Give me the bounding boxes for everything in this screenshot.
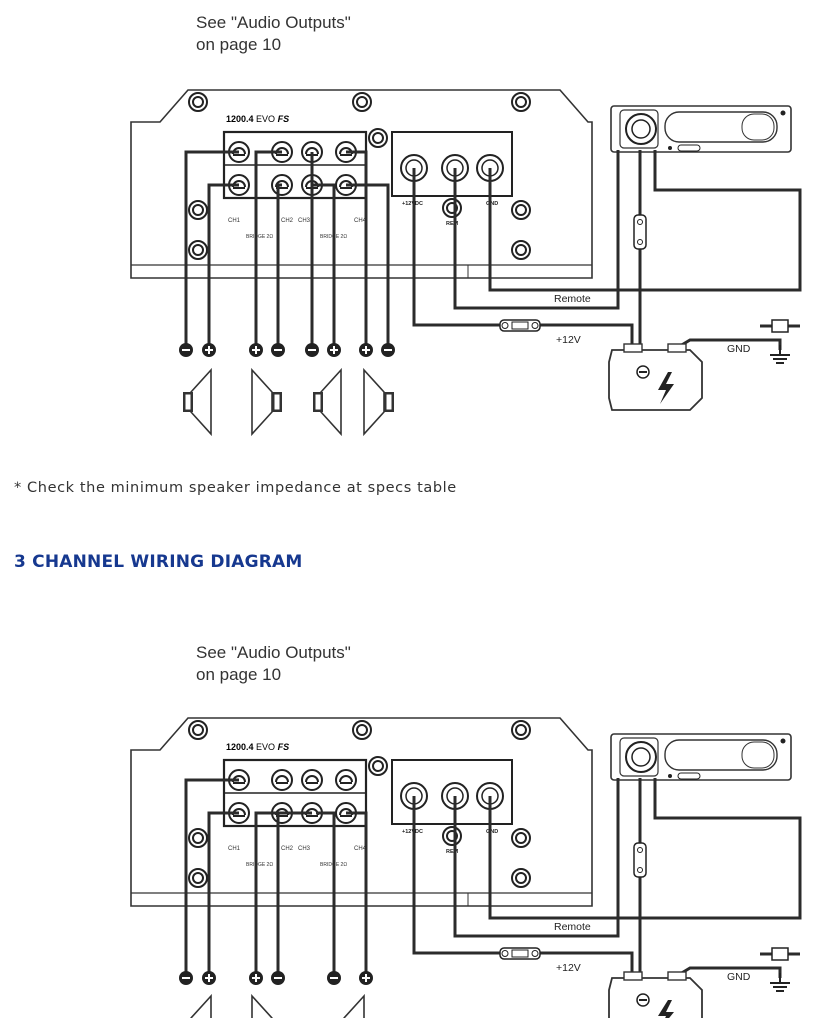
negative-terminal-icon	[179, 343, 193, 357]
head-unit-fuse	[633, 842, 647, 878]
screw-icon	[442, 198, 462, 218]
channel-label-ch3: CH3	[298, 846, 311, 852]
positive-terminal-icon	[202, 971, 216, 985]
negative-terminal-icon	[381, 343, 395, 357]
screw-icon	[511, 720, 531, 740]
screw-icon	[188, 240, 208, 260]
power-label-gnd: GND	[486, 201, 498, 207]
screw-icon	[188, 828, 208, 848]
screw-icon	[511, 828, 531, 848]
gnd-label: GND	[727, 971, 751, 983]
speaker-polarity-markers	[179, 343, 395, 357]
screw-icon	[352, 92, 372, 112]
power-label-gnd: GND	[486, 829, 498, 835]
screw-icon	[188, 868, 208, 888]
plus12v-label: +12V	[556, 962, 581, 974]
speaker-icon	[313, 367, 342, 437]
remote-wire-label: Remote	[554, 921, 591, 933]
ground-icon	[770, 947, 790, 992]
head-unit-fuse	[633, 214, 647, 250]
speaker-icon	[190, 993, 212, 1018]
channel-label-ch2: CH2	[281, 218, 294, 224]
bridge-label-1: BRIDGE 2Ω	[246, 234, 273, 240]
model-label: 1200.4 EVO FS	[226, 742, 289, 752]
screw-icon	[188, 720, 208, 740]
audio-outputs-note: See "Audio Outputs" on page 10	[196, 642, 351, 686]
note-line-2: on page 10	[196, 665, 282, 684]
terminal-screw-icon	[335, 769, 357, 791]
remote-wire-label: Remote	[554, 293, 591, 305]
wiring-diagram-4-channel: 1200.4 EVO FS CH1 CH2 CH3 CH4 BRIDGE 2Ω …	[130, 89, 802, 437]
terminal-screw-icon	[301, 769, 323, 791]
negative-terminal-icon	[179, 971, 193, 985]
bridge-label-1: BRIDGE 2Ω	[246, 862, 273, 868]
positive-terminal-icon	[359, 343, 373, 357]
power-label-12vdc: +12VDC	[402, 829, 423, 835]
speakers	[183, 367, 394, 437]
inline-fuse	[499, 947, 541, 960]
channel-label-ch1: CH1	[228, 846, 241, 852]
model-label: 1200.4 EVO FS	[226, 114, 289, 124]
section-heading: 3 CHANNEL WIRING DIAGRAM	[14, 552, 303, 572]
screw-icon	[368, 128, 388, 148]
speaker-icon	[251, 367, 282, 437]
speaker-icon	[343, 993, 365, 1018]
positive-terminal-icon	[249, 343, 263, 357]
speakers	[190, 993, 365, 1018]
power-terminals	[400, 154, 504, 182]
inline-fuse	[499, 319, 541, 332]
positive-terminal-icon	[249, 971, 263, 985]
negative-terminal-icon	[327, 971, 341, 985]
screw-icon	[368, 756, 388, 776]
ground-icon	[770, 319, 790, 364]
speaker-icon	[363, 367, 394, 437]
speaker-icon	[251, 993, 273, 1018]
gnd-label: GND	[727, 343, 751, 355]
channel-label-ch1: CH1	[228, 218, 241, 224]
screw-icon	[442, 826, 462, 846]
plus12v-label: +12V	[556, 334, 581, 346]
note-line-2: on page 10	[196, 35, 282, 54]
negative-terminal-icon	[271, 971, 285, 985]
battery-icon	[608, 971, 703, 1018]
battery-icon	[608, 343, 703, 411]
positive-terminal-icon	[359, 971, 373, 985]
impedance-footnote: * Check the minimum speaker impedance at…	[14, 480, 457, 496]
speaker-polarity-markers	[179, 971, 373, 985]
power-label-rem: REM	[446, 221, 459, 227]
head-unit-radio	[610, 733, 792, 781]
screw-icon	[511, 240, 531, 260]
note-line-1: See "Audio Outputs"	[196, 13, 351, 32]
positive-terminal-icon	[327, 343, 341, 357]
channel-label-ch2: CH2	[281, 846, 294, 852]
power-label-rem: REM	[446, 849, 459, 855]
channel-label-ch4: CH4	[354, 218, 367, 224]
screw-icon	[188, 92, 208, 112]
screw-icon	[188, 200, 208, 220]
audio-outputs-note: See "Audio Outputs" on page 10	[196, 12, 351, 56]
power-terminals	[400, 782, 504, 810]
screw-icon	[352, 720, 372, 740]
wiring-diagram-3-channel: 1200.4 EVO FS CH1 CH2 CH3 CH4 BRIDGE 2Ω …	[130, 717, 802, 1018]
terminal-screw-icon	[271, 769, 293, 791]
negative-terminal-icon	[305, 343, 319, 357]
screw-icon	[511, 868, 531, 888]
wires	[184, 778, 802, 983]
head-unit-radio	[610, 105, 792, 153]
note-line-1: See "Audio Outputs"	[196, 643, 351, 662]
screw-icon	[511, 200, 531, 220]
positive-terminal-icon	[202, 343, 216, 357]
channel-label-ch3: CH3	[298, 218, 311, 224]
speaker-icon	[183, 367, 212, 437]
negative-terminal-icon	[271, 343, 285, 357]
screw-icon	[511, 92, 531, 112]
power-label-12vdc: +12VDC	[402, 201, 423, 207]
channel-label-ch4: CH4	[354, 846, 367, 852]
